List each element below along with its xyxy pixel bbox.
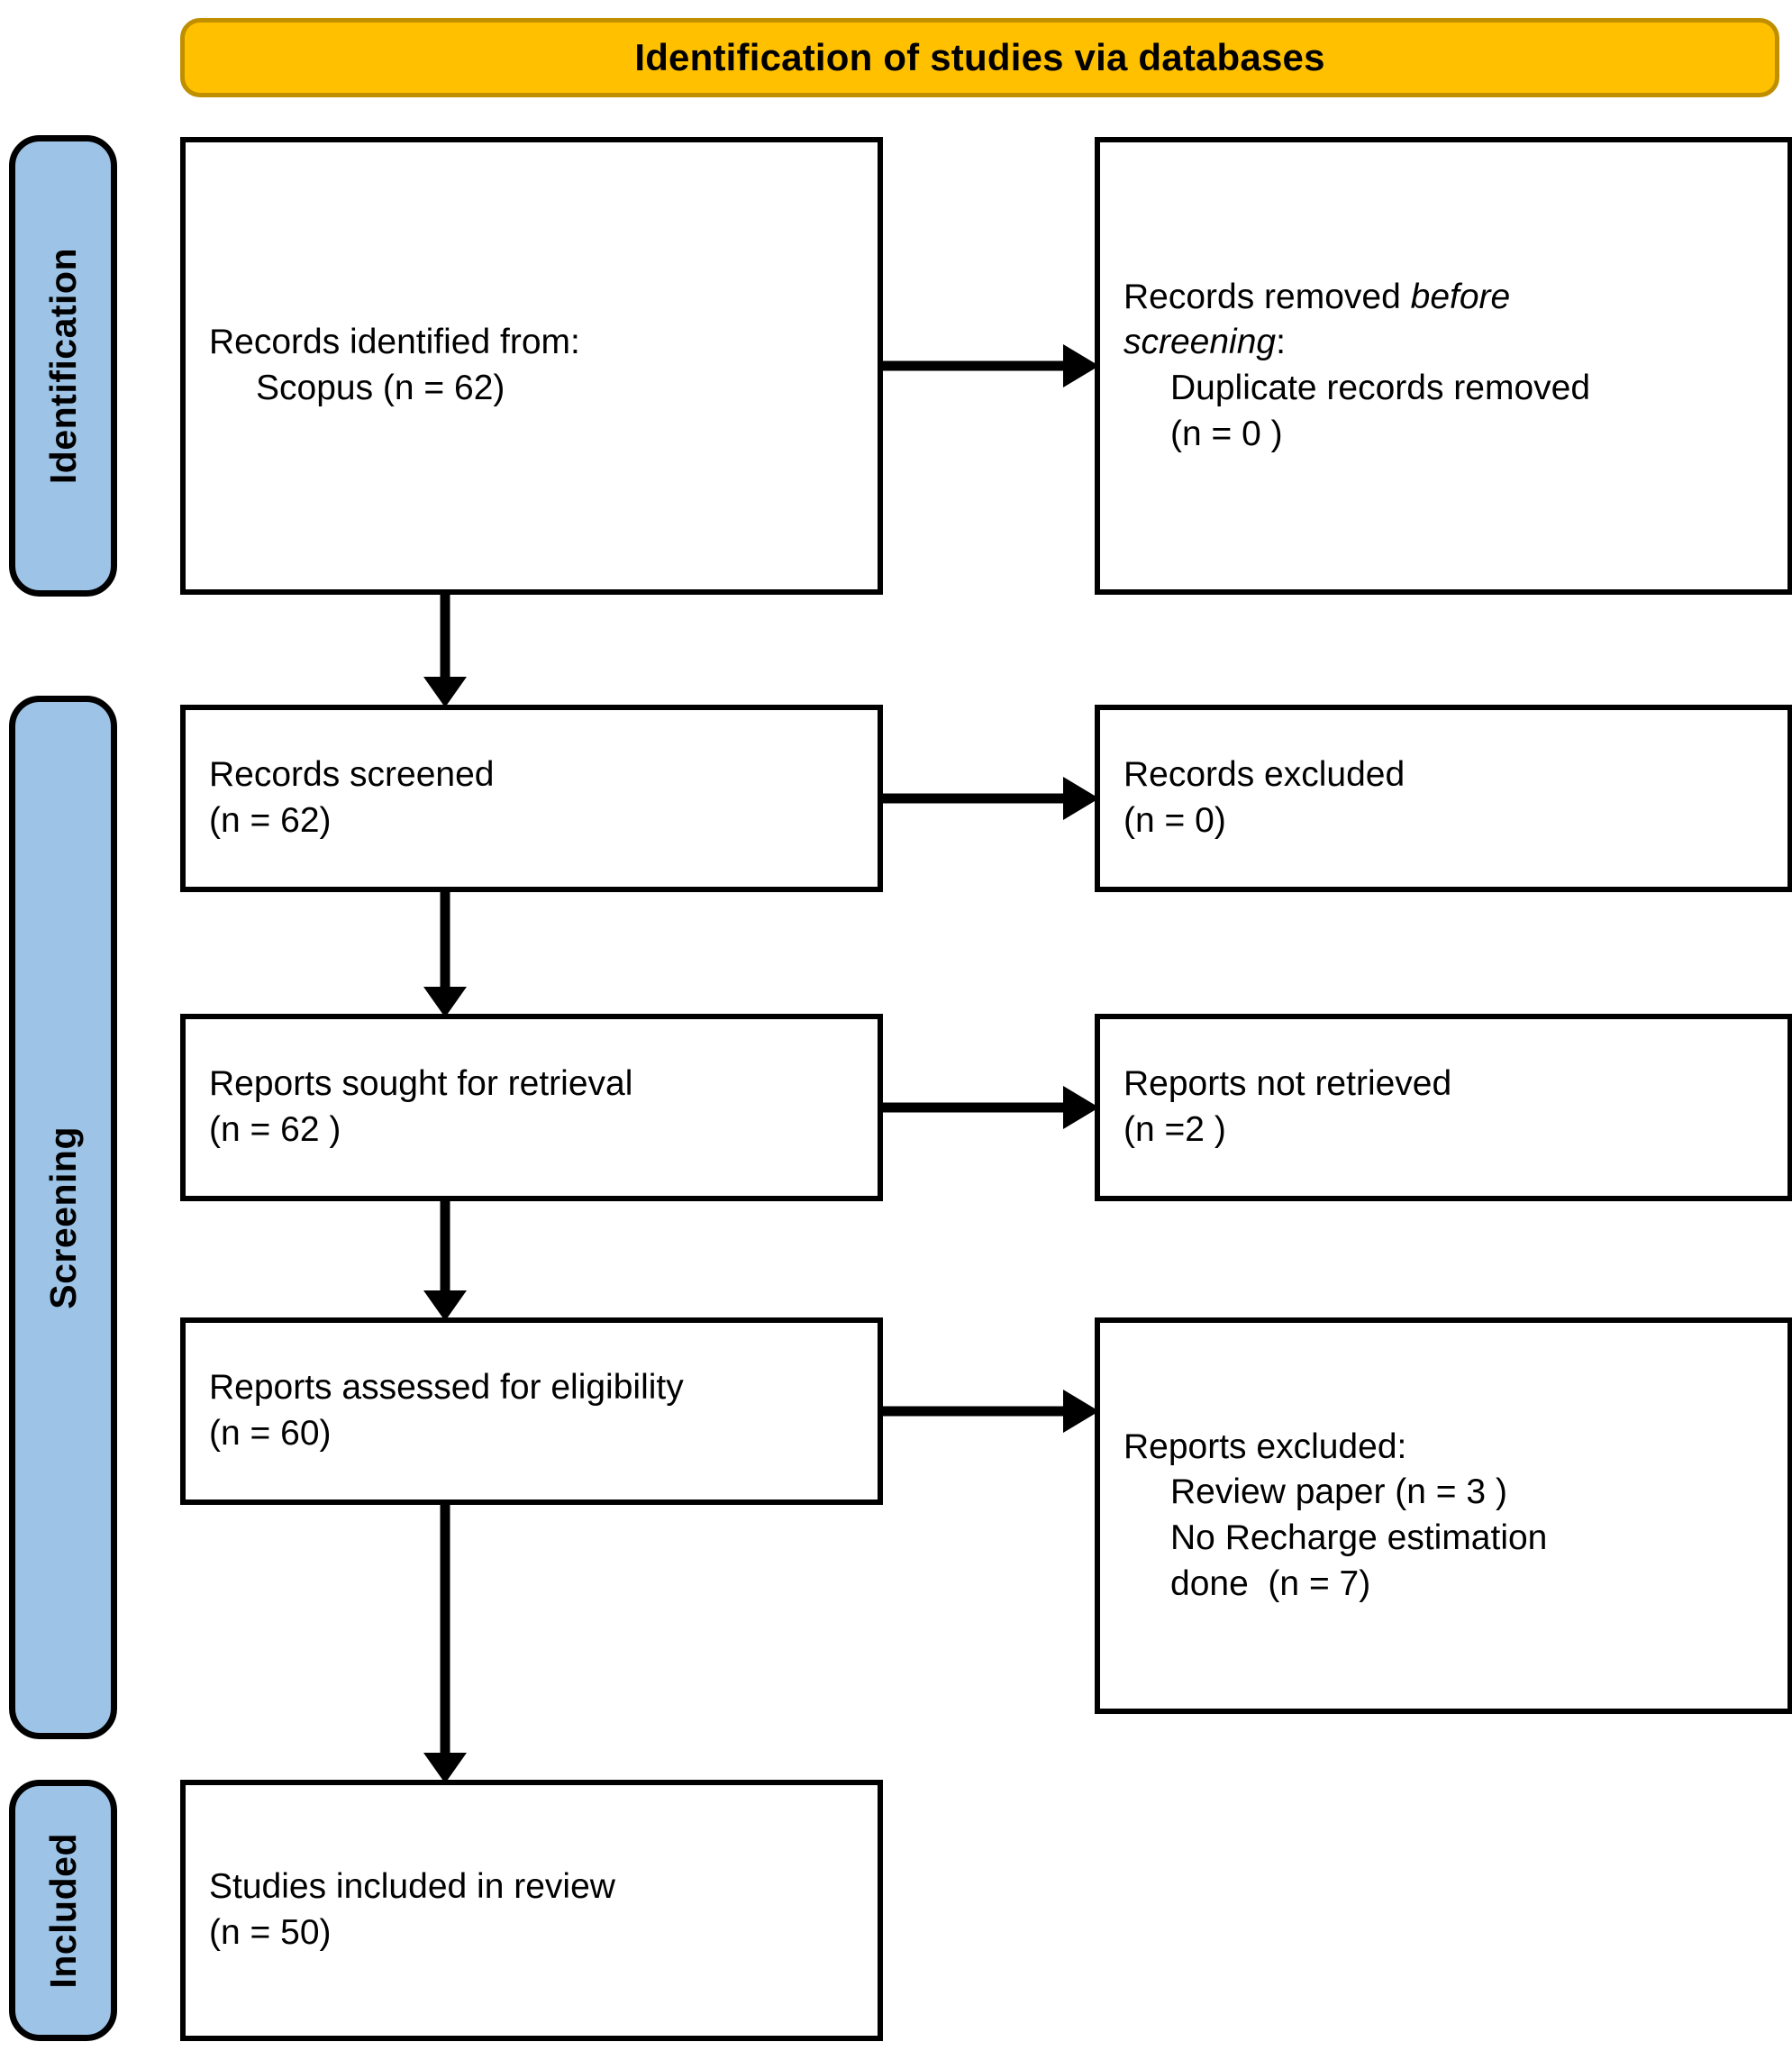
box-reports-assessed-for-eligibility: Reports assessed for eligibility (n = 60…	[180, 1317, 883, 1505]
arrow-sought-to-not-retrieved	[878, 1077, 1101, 1138]
records-excluded-line2: (n = 0)	[1123, 801, 1226, 840]
records-removed-line2: screening:	[1123, 320, 1764, 366]
stage-label-included-text: Included	[41, 1832, 84, 1989]
box-records-identified: Records identified from: Scopus (n = 62)	[180, 137, 883, 595]
arrow-sought-to-assessed	[414, 1197, 476, 1323]
records-removed-line2-italic: screening	[1123, 323, 1277, 362]
arrow-assessed-to-reports-excluded	[878, 1381, 1101, 1442]
reports-excluded-line1: Reports excluded:	[1123, 1427, 1407, 1466]
box-records-removed-before-screening: Records removed before screening: Duplic…	[1095, 137, 1792, 595]
stage-label-included: Included	[9, 1780, 117, 2041]
box-reports-not-retrieved: Reports not retrieved (n =2 )	[1095, 1014, 1792, 1201]
stage-label-screening: Screening	[9, 696, 117, 1739]
box-records-screened: Records screened (n = 62)	[180, 705, 883, 892]
arrow-screened-to-records-excluded	[878, 768, 1101, 829]
arrow-assessed-to-included	[414, 1500, 476, 1785]
arrow-identified-to-removed	[878, 335, 1101, 397]
arrow-screened-to-sought	[414, 888, 476, 1019]
box-records-excluded: Records excluded (n = 0)	[1095, 705, 1792, 892]
diagram-title: Identification of studies via databases	[634, 36, 1325, 78]
reports-not-retrieved-line1: Reports not retrieved	[1123, 1064, 1452, 1104]
records-removed-line1: Records removed before	[1123, 275, 1764, 321]
stage-label-identification-text: Identification	[41, 247, 84, 485]
reports-not-retrieved-line2: (n =2 )	[1123, 1110, 1226, 1149]
reports-sought-line2: (n = 62 )	[209, 1110, 341, 1149]
reports-assessed-line1: Reports assessed for eligibility	[209, 1368, 684, 1408]
stage-label-identification: Identification	[9, 135, 117, 597]
reports-excluded-line4: done (n = 7)	[1170, 1563, 1371, 1603]
reports-sought-line1: Reports sought for retrieval	[209, 1064, 633, 1104]
reports-excluded-line2: Review paper (n = 3 )	[1170, 1472, 1507, 1512]
records-screened-line1: Records screened	[209, 755, 495, 795]
arrow-identified-to-screened	[414, 590, 476, 709]
records-removed-line4: (n = 0 )	[1170, 414, 1283, 453]
records-removed-line3: Duplicate records removed	[1170, 369, 1591, 407]
records-excluded-line1: Records excluded	[1123, 755, 1405, 795]
box-studies-included-in-review: Studies included in review (n = 50)	[180, 1780, 883, 2041]
records-removed-line2-colon: :	[1276, 323, 1286, 362]
reports-assessed-line2: (n = 60)	[209, 1414, 332, 1453]
records-identified-line2: Scopus (n = 62)	[256, 369, 505, 407]
records-removed-line1-plain: Records removed	[1123, 277, 1411, 316]
stage-label-screening-text: Screening	[41, 1126, 84, 1309]
records-removed-line1-italic: before	[1410, 277, 1511, 316]
records-identified-line1: Records identified from:	[209, 323, 580, 362]
box-reports-excluded: Reports excluded: Review paper (n = 3 ) …	[1095, 1317, 1792, 1714]
studies-included-line2: (n = 50)	[209, 1913, 332, 1952]
studies-included-line1: Studies included in review	[209, 1867, 615, 1907]
records-screened-line2: (n = 62)	[209, 801, 332, 840]
box-reports-sought-for-retrieval: Reports sought for retrieval (n = 62 )	[180, 1014, 883, 1201]
diagram-header-banner: Identification of studies via databases	[180, 18, 1779, 97]
reports-excluded-line3: No Recharge estimation	[1170, 1518, 1548, 1557]
